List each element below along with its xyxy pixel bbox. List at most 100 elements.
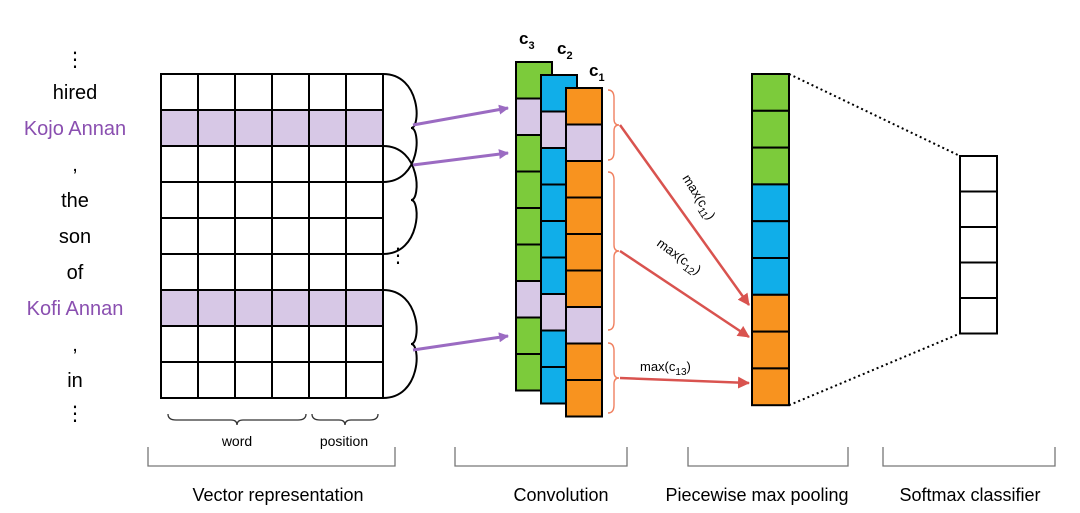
filter-cell xyxy=(565,342,603,381)
filter-cell xyxy=(565,306,603,345)
filter-cell xyxy=(565,196,603,235)
section-brackets xyxy=(147,447,1056,467)
grid-cell xyxy=(197,145,236,183)
grid-cell xyxy=(197,325,236,363)
section-label-pooling: Piecewise max pooling xyxy=(665,485,848,505)
pooling-cell xyxy=(751,220,790,259)
pooling-cell xyxy=(751,183,790,223)
pooling-cell xyxy=(751,146,790,186)
grid-cell xyxy=(160,361,199,399)
ellipsis-middle: ⋮ xyxy=(388,245,408,267)
grid-cell xyxy=(234,181,273,219)
grid-cell xyxy=(308,109,347,147)
grid-cell xyxy=(197,289,236,327)
grid-cell xyxy=(197,217,236,255)
dotted-connector-bottom xyxy=(788,332,961,407)
section-label-convolution: Convolution xyxy=(513,485,608,505)
input-arrow xyxy=(412,104,509,127)
word-brace-label: word xyxy=(221,433,252,449)
grid-cell xyxy=(345,289,384,327)
filter-label: c3 xyxy=(519,29,535,52)
input-arrows xyxy=(412,104,509,352)
grid-cell xyxy=(160,109,199,147)
grid-cell xyxy=(197,361,236,399)
window-arc xyxy=(382,145,418,255)
grid-cell xyxy=(197,73,236,111)
segment-brace xyxy=(607,171,620,331)
position-brace-label: position xyxy=(320,433,368,449)
grid-cell xyxy=(271,325,310,363)
input-arrow xyxy=(412,332,509,352)
grid-cell xyxy=(271,289,310,327)
filter-label: c2 xyxy=(557,39,573,62)
word-label: Kojo Annan xyxy=(24,118,126,140)
grid-cell xyxy=(308,361,347,399)
pooling-arrow xyxy=(618,124,751,306)
grid-cell xyxy=(345,325,384,363)
word-label: the xyxy=(61,190,89,212)
word-label: son xyxy=(59,226,91,248)
pooling-arrows xyxy=(618,124,751,389)
segment-brace xyxy=(607,342,620,414)
grid-cell xyxy=(234,289,273,327)
pooling-cell xyxy=(751,109,790,149)
section-bracket xyxy=(882,447,1056,467)
word-label: , xyxy=(72,334,78,356)
grid-cell xyxy=(345,181,384,219)
grid-cell xyxy=(345,217,384,255)
filter-cell xyxy=(565,379,603,418)
segment-braces xyxy=(607,89,620,414)
grid-cell xyxy=(197,181,236,219)
grid-cell xyxy=(234,73,273,111)
grid-cell xyxy=(234,217,273,255)
grid-cell xyxy=(271,217,310,255)
grid-cell xyxy=(160,181,199,219)
grid-cell xyxy=(308,181,347,219)
vector-representation-grid xyxy=(160,73,384,399)
max-label: max(c11) xyxy=(676,172,719,225)
pooling-cell xyxy=(751,367,790,407)
pooling-arrow xyxy=(619,249,750,339)
word-label: , xyxy=(72,154,78,176)
grid-cell xyxy=(345,109,384,147)
grid-cell xyxy=(160,217,199,255)
word-label: in xyxy=(67,370,83,392)
pooling-vector xyxy=(751,73,790,407)
input-arrow xyxy=(412,149,509,167)
grid-cell xyxy=(160,289,199,327)
pooling-cell xyxy=(751,257,790,296)
grid-cell xyxy=(308,325,347,363)
segment-brace xyxy=(607,89,620,161)
grid-cell xyxy=(160,325,199,363)
word-label: Kofi Annan xyxy=(27,298,124,320)
softmax-cell xyxy=(959,226,998,264)
section-bracket xyxy=(454,447,628,467)
grid-cell xyxy=(308,73,347,111)
convolution-filters xyxy=(515,61,603,418)
section-bracket xyxy=(687,447,849,467)
softmax-cell xyxy=(959,261,998,299)
grid-cell xyxy=(308,289,347,327)
grid-cell xyxy=(345,73,384,111)
grid-cell xyxy=(197,109,236,147)
pooling-cell xyxy=(751,73,790,112)
grid-cell xyxy=(234,325,273,363)
word-position-braces xyxy=(167,413,379,426)
grid-cell xyxy=(345,145,384,183)
ellipsis-top: ⋮ xyxy=(65,49,85,71)
grid-cell xyxy=(345,253,384,291)
grid-cell xyxy=(271,181,310,219)
filter-cell xyxy=(565,87,603,126)
ellipsis-bottom: ⋮ xyxy=(65,403,85,425)
grid-cell xyxy=(271,361,310,399)
grid-cell xyxy=(160,145,199,183)
filter-cell xyxy=(565,269,603,308)
grid-cell xyxy=(160,73,199,111)
softmax-cell xyxy=(959,155,998,193)
softmax-vector xyxy=(788,73,998,407)
grid-cell xyxy=(197,253,236,291)
grid-cell xyxy=(271,109,310,147)
